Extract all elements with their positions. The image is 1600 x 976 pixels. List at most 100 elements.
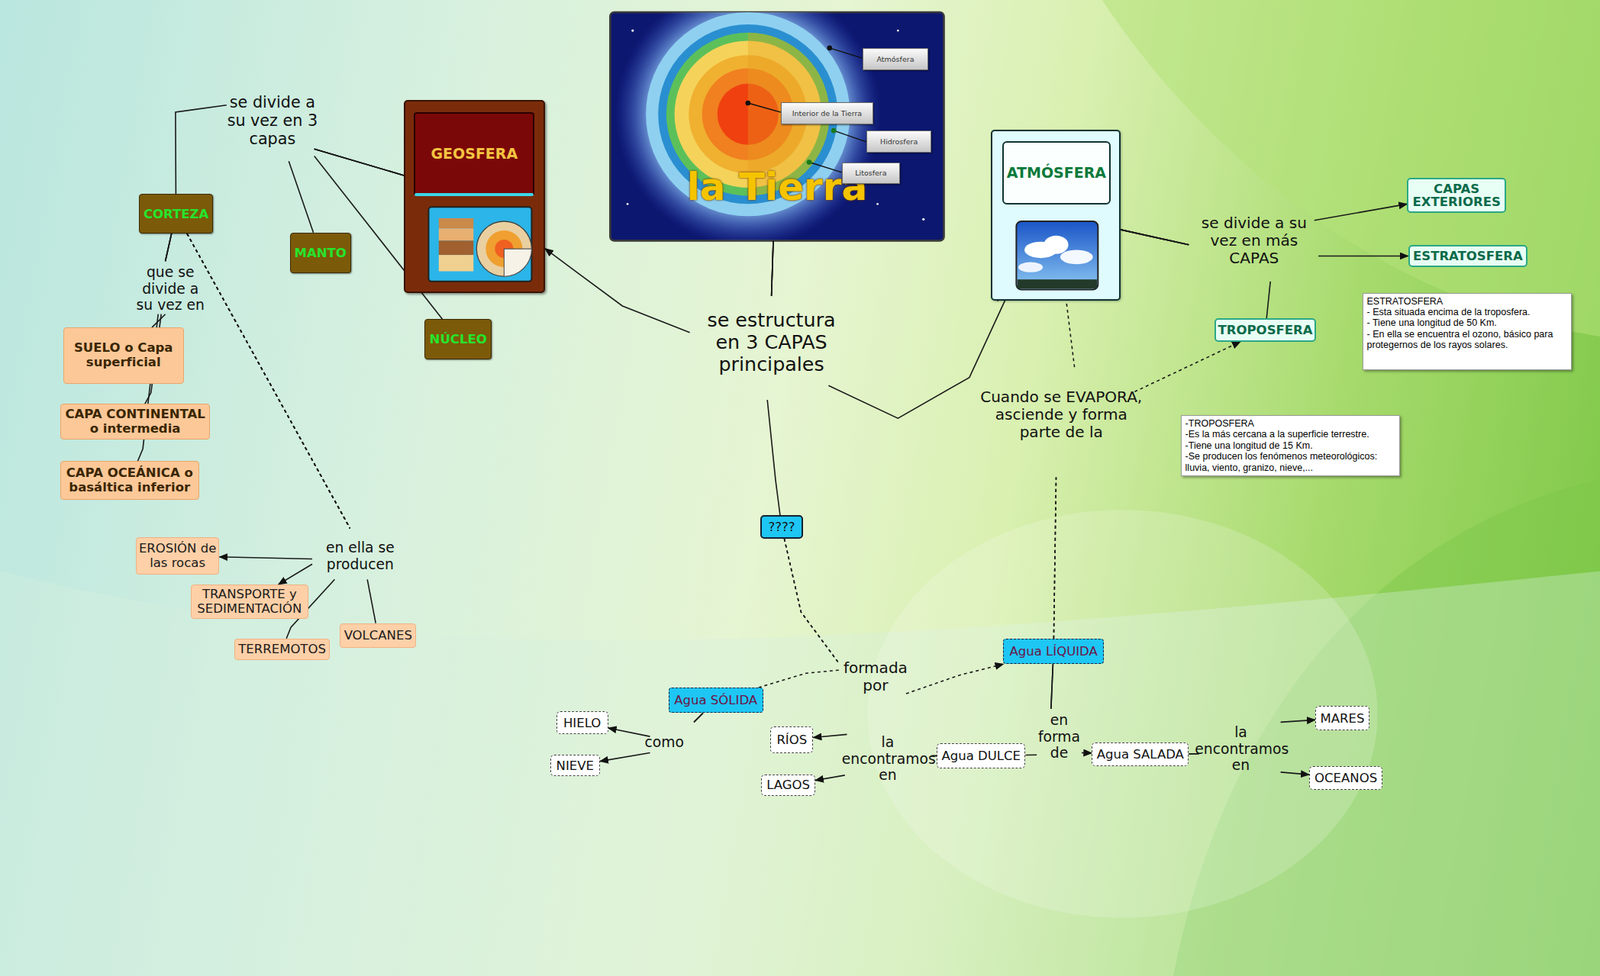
sublayer-box: CAPA OCEÁNICA o basáltica inferior	[60, 461, 200, 500]
connector-line	[771, 241, 774, 297]
concept-box: Agua SÓLIDA	[668, 687, 764, 713]
connector-line	[1051, 664, 1054, 710]
callout-box: Interior de la Tierra	[780, 102, 875, 125]
node-text: CAPAS EXTERIORES	[1408, 182, 1505, 210]
node-text: Agua DULCE	[941, 748, 1022, 764]
leader-dot	[826, 45, 833, 51]
node-text: - Esta situada encima de la troposfera.	[1367, 306, 1568, 318]
node-text: Agua LÍQUIDA	[1009, 644, 1098, 659]
connector-line	[278, 564, 313, 585]
connector	[187, 233, 351, 585]
node-text: GEOSFERA	[413, 112, 535, 197]
linking-phrase: la encontramos en	[1194, 724, 1287, 775]
node-text: CORTEZA	[143, 206, 209, 222]
example-box: MARES	[1315, 706, 1370, 731]
connector-line	[1318, 255, 1409, 258]
connector	[783, 538, 1004, 694]
node-text: -Es la más cercana a la superficie terre…	[1185, 429, 1396, 440]
node-text: -Se producen los fenómenos meteorológico…	[1185, 451, 1396, 474]
callout-box: Litosfera	[841, 162, 900, 184]
star	[626, 203, 630, 206]
connector-line	[1120, 229, 1190, 246]
star	[896, 29, 900, 33]
node-text: EROSIÓN de las rocas	[136, 541, 220, 571]
cloud	[1024, 241, 1058, 259]
connector	[187, 233, 351, 639]
node-text: TERREMOTOS	[238, 642, 326, 657]
node-text: SUELO o Capa superficial	[67, 341, 181, 370]
node-text: NÚCLEO	[429, 332, 488, 347]
connector-line	[771, 241, 774, 297]
connector-line	[151, 314, 166, 328]
cloud	[1060, 249, 1094, 265]
node-text: TRANSPORTE y SEDIMENTACIÓN	[191, 587, 308, 617]
concept-box: GEOSFERA	[403, 100, 545, 294]
sublayer-box: SUELO o Capa superficial	[63, 327, 184, 384]
strata	[438, 254, 474, 271]
connector-line	[165, 233, 172, 262]
note-box: ESTRATOSFERA- Esta situada encima de la …	[1362, 293, 1572, 371]
connector-line	[906, 664, 1004, 694]
earth-section	[494, 239, 513, 259]
linking-phrase: en ella se producen	[311, 539, 409, 573]
node-text: Hidrosfera	[880, 138, 918, 146]
connector	[1053, 300, 1075, 639]
node-text: Litosfera	[854, 169, 887, 178]
layer-box: NÚCLEO	[424, 319, 492, 359]
process-box: EROSIÓN de las rocas	[135, 537, 220, 575]
connector-line	[771, 241, 774, 297]
connector-line	[1051, 664, 1054, 710]
connector-line	[1134, 341, 1241, 393]
process-box: VOLCANES	[339, 623, 417, 649]
connector-line	[815, 775, 846, 781]
callout-box: Atmósfera	[862, 48, 930, 71]
connector-line	[1025, 754, 1037, 756]
node-text: OCEANOS	[1314, 770, 1378, 786]
node-text: Atmósfera	[876, 55, 914, 64]
bg-band	[0, 570, 1600, 976]
node-text: TROPOSFERA	[1218, 323, 1313, 337]
strata	[438, 218, 474, 229]
connector	[600, 712, 704, 762]
connector-line	[1053, 477, 1056, 639]
connector-line	[767, 400, 781, 516]
connector-line	[219, 557, 313, 560]
leader-dot	[745, 100, 751, 107]
concept-box: ????	[760, 515, 804, 539]
concept-box: Agua LÍQUIDA	[1003, 638, 1104, 665]
connector-line	[187, 233, 351, 529]
node-text: ATMÓSFERA	[1002, 141, 1111, 205]
connector-line	[314, 148, 405, 176]
example-box: OCEANOS	[1309, 766, 1383, 791]
linking-phrase: Cuando se EVAPORA, asciende y forma part…	[977, 388, 1146, 442]
connector	[151, 233, 172, 328]
sky-image	[1016, 221, 1098, 291]
layer-box: ESTRATOSFERA	[1408, 245, 1528, 268]
bg-swoosh	[1102, 0, 1600, 337]
connector-line	[1081, 752, 1092, 755]
node-text: LAGOS	[766, 777, 810, 793]
node-text: VOLCANES	[344, 629, 413, 643]
node-text: CAPA CONTINENTAL o intermedia	[64, 407, 207, 436]
strata	[438, 240, 474, 255]
connector-line	[187, 233, 351, 529]
ground	[1017, 279, 1097, 289]
star	[922, 218, 925, 221]
callout-box: Hidrosfera	[866, 130, 933, 153]
note-heading: ESTRATOSFERA	[1367, 296, 1568, 307]
linking-phrase: se divide a su vez en 3 capas	[221, 93, 324, 149]
linking-phrase: como	[633, 734, 695, 752]
connector-line	[288, 161, 313, 233]
connector-line	[1280, 719, 1316, 723]
connector-line	[165, 233, 172, 262]
layer-box: MANTO	[290, 232, 352, 274]
node-text: CAPA OCEÁNICA o basáltica inferior	[64, 466, 196, 495]
connector-line	[175, 105, 227, 194]
node-text: ????	[767, 519, 795, 535]
example-box: LAGOS	[761, 774, 816, 797]
leader-dot	[806, 159, 813, 165]
connector-line	[545, 248, 691, 333]
